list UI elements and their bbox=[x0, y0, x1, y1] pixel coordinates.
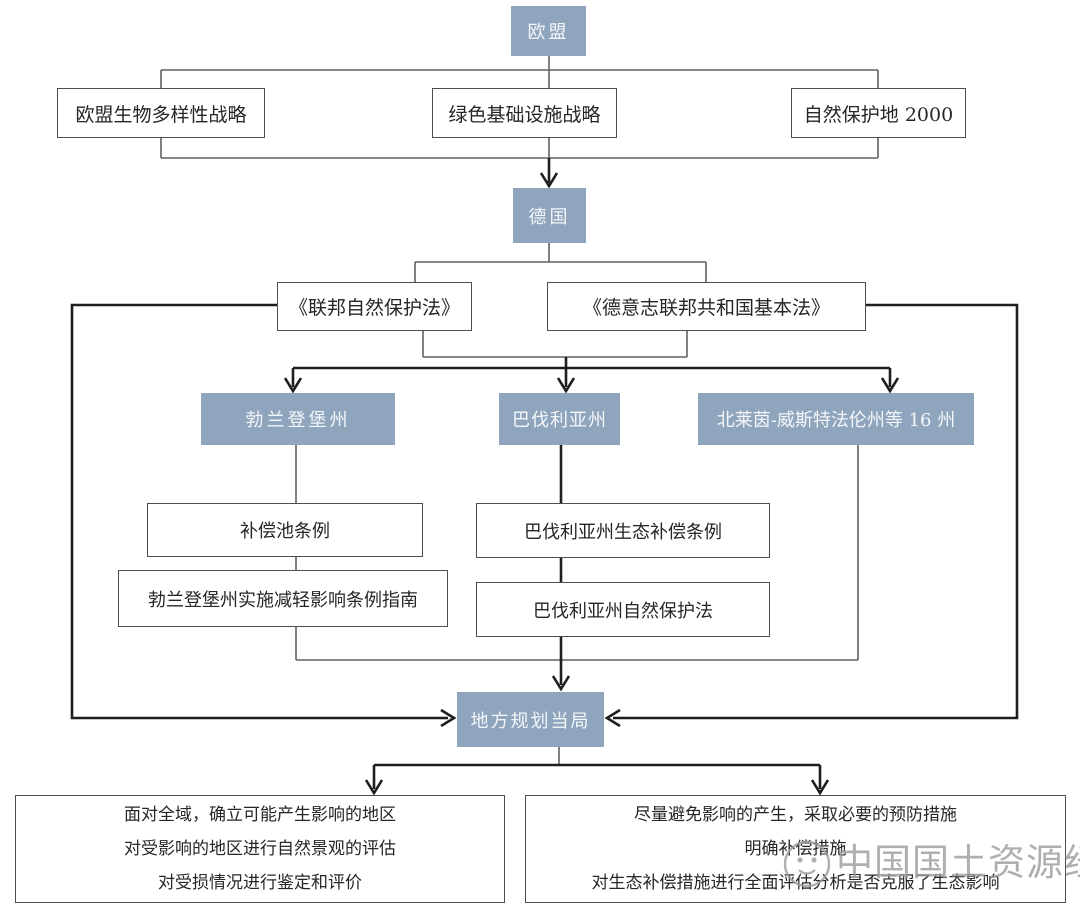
task-right-line-1: 尽量避免影响的产生，采取必要的预防措施 bbox=[634, 805, 957, 825]
task-left-line-1: 面对全域，确立可能产生影响的地区 bbox=[124, 805, 396, 825]
watermark-text: 中国国土资源经济 bbox=[836, 841, 1080, 884]
node-eu: 欧盟 bbox=[511, 6, 586, 56]
thin-connectors bbox=[160, 56, 879, 765]
node-strategy-natura-2000: 自然保护地 2000 bbox=[791, 88, 966, 138]
node-germany: 德国 bbox=[513, 188, 586, 243]
node-state-brandenburg: 勃兰登堡州 bbox=[201, 393, 395, 445]
node-state-nrw-16: 北莱茵-威斯特法伦州等 16 州 bbox=[698, 393, 974, 445]
node-strategy-green-infrastructure: 绿色基础设施战略 bbox=[432, 88, 617, 138]
node-reg-compensation-pool: 补偿池条例 bbox=[147, 503, 423, 557]
node-task-left: 面对全域，确立可能产生影响的地区 对受影响的地区进行自然景观的评估 对受损情况进… bbox=[15, 795, 505, 903]
round-face-logo-icon bbox=[783, 840, 831, 888]
task-right-line-2: 明确补偿措施 bbox=[744, 839, 847, 859]
node-local-planning-authority: 地方规划当局 bbox=[457, 692, 604, 747]
node-strategy-biodiversity: 欧盟生物多样性战略 bbox=[57, 88, 265, 138]
node-task-right: 尽量避免影响的产生，采取必要的预防措施 明确补偿措施 对生态补偿措施进行全面评估… bbox=[525, 795, 1066, 903]
node-reg-bavaria-nature-protection: 巴伐利亚州自然保护法 bbox=[476, 582, 770, 637]
task-left-line-2: 对受影响的地区进行自然景观的评估 bbox=[124, 839, 396, 859]
node-state-bavaria: 巴伐利亚州 bbox=[499, 393, 620, 445]
node-law-basic-frg: 《德意志联邦共和国基本法》 bbox=[547, 282, 866, 331]
thick-connectors bbox=[70, 158, 1019, 796]
node-reg-brandenburg-guideline: 勃兰登堡州实施减轻影响条例指南 bbox=[118, 570, 448, 627]
node-reg-bavaria-eco-compensation: 巴伐利亚州生态补偿条例 bbox=[476, 503, 770, 558]
task-left-line-3: 对受损情况进行鉴定和评价 bbox=[158, 873, 362, 893]
node-law-federal-nature-protection: 《联邦自然保护法》 bbox=[277, 282, 472, 331]
